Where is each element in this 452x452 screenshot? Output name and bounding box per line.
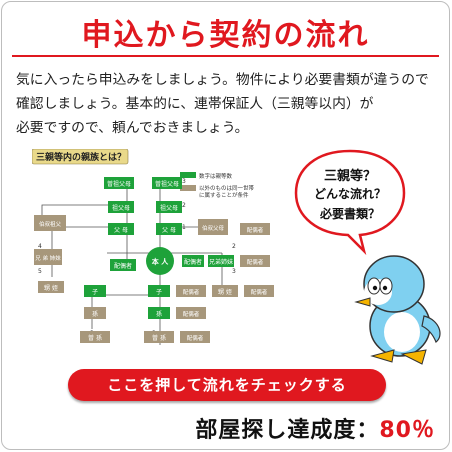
label-spouse-grandchild: 配偶者 [183,310,200,318]
node-grandparent-left [108,201,134,213]
kinship-chart: 三親等内の親族とは？ 数字は親等数 以外のものは同一世帯 に属することが条件 [32,149,282,357]
node-spouse-ggchild [180,331,210,343]
node-grand-uncle [34,215,66,231]
label-ggchild-right: 曽 孫 [152,334,166,342]
node-child-right [148,285,170,297]
chart-heading-box [32,149,129,165]
svg-text:1: 1 [182,224,186,231]
bubble-line-1: 三親等？ [323,169,376,184]
node-spouse-child [176,285,206,297]
bubble-line-3: 必要書類？ [319,207,380,221]
bubble-line-2: どんな流れ？ [313,187,386,201]
node-parent-right [156,223,182,235]
title-underline [12,55,439,57]
node-spouse-uncle [240,223,270,235]
svg-text:2: 2 [232,243,236,250]
legend-text-2b: に属することが条件 [199,191,249,199]
label-niece-left: 甥 姪 [44,284,58,292]
description: 気に入ったら申込みをしましょう。物件により必要書類が違うので 確認しましょう。基… [16,68,441,140]
node-ggchild-right [144,331,174,343]
description-line-1: 気に入ったら申込みをしましょう。物件により必要書類が違うので [16,72,429,88]
node-sibling-right [208,255,234,267]
label-sibling-left: 配偶者 [114,262,132,270]
label-grand-uncle: 伯叔祖父 [39,220,62,228]
node-grandparent-right [156,201,182,213]
label-niece-right: 甥 姪 [218,288,232,296]
legend-text-1: 数字は親等数 [199,172,233,180]
label-child-right: 子 [156,289,162,296]
label-sibling-right: 兄弟姉妹 [209,258,233,266]
progress-label: 部屋探し達成度： [195,418,380,443]
node-sibling-left [110,259,136,271]
label-ggchild-left: 曽 孫 [88,334,102,342]
label-great-grandparent-right: 曽祖父母 [155,180,179,188]
label-grandchild-left: 孫 [92,310,98,318]
chart-heading: 三親等内の親族とは？ [36,151,126,163]
node-niece-right [212,285,238,297]
node-cousin [34,249,62,265]
mascot-character [352,250,447,368]
svg-text:3: 3 [182,178,186,185]
label-spouse-self: 配偶者 [184,258,202,266]
node-uncle-right [198,219,228,235]
label-spouse-niece: 配偶者 [251,288,268,296]
node-spouse-sibling [240,255,270,267]
kinship-diagram: 三親等内の親族とは？ 数字は親等数 以外のものは同一世帯 に属することが条件 [32,149,274,345]
description-line-2: 確認しましょう。基本的に、連帯保証人（三親等以内）が [16,96,374,112]
speech-bubble-shape [294,149,406,256]
label-child-left: 子 [92,289,98,296]
label-parent-right: 父 母 [162,227,176,234]
label-cousin: 兄 弟 姉妹 [35,254,61,262]
progress-value: 80％ [379,418,435,443]
label-grandchild-right: 孫 [156,310,162,318]
label-parent-left: 父 母 [114,227,128,234]
node-spouse-niece [244,285,274,297]
label-uncle-right: 伯叔父母 [202,224,225,232]
question-bubble: 三親等？ どんな流れ？ 必要書類？ [292,147,408,256]
svg-text:2: 2 [182,202,186,209]
legend-swatch-box [180,185,196,191]
svg-text:4: 4 [38,243,42,250]
node-grandchild-right [148,307,170,319]
page-title: 申込から契約の流れ [81,18,370,53]
node-great-grandparent-right [152,177,182,189]
legend-swatch-green [180,172,196,178]
label-grandparent-right: 祖父母 [160,204,178,212]
label-grandparent-left: 祖父母 [112,204,130,212]
node-niece-left [38,281,64,293]
label-spouse-ggchild: 配偶者 [187,334,204,342]
label-spouse-child: 配偶者 [183,288,200,296]
svg-text:5: 5 [38,268,42,275]
label-self: 本 人 [151,257,169,266]
label-great-grandparent-left: 曽祖父母 [107,180,131,188]
node-spouse-grandchild [176,307,206,319]
node-great-grandparent-left [104,177,134,189]
check-flow-button[interactable]: ここを押して流れをチェックする [68,369,386,401]
legend-text-2a: 以外のものは同一世帯 [199,184,255,192]
node-grandchild-left [84,307,106,319]
node-spouse-self [182,255,204,267]
mascot-illustration [354,255,441,365]
node-parent-left [108,223,134,235]
node-self [146,247,174,275]
label-spouse-uncle: 配偶者 [247,226,264,234]
svg-text:3: 3 [232,268,236,275]
node-child-left [84,285,106,297]
label-spouse-sibling: 配偶者 [247,258,264,266]
progress-indicator: 部屋探し達成度：80％ [195,412,435,444]
description-line-3: 必要ですので、頼んでおきましょう。 [16,120,249,136]
node-ggchild-left [80,331,110,343]
degree-numbers: 33 22 11 42 53 11 22 33 [38,178,236,337]
